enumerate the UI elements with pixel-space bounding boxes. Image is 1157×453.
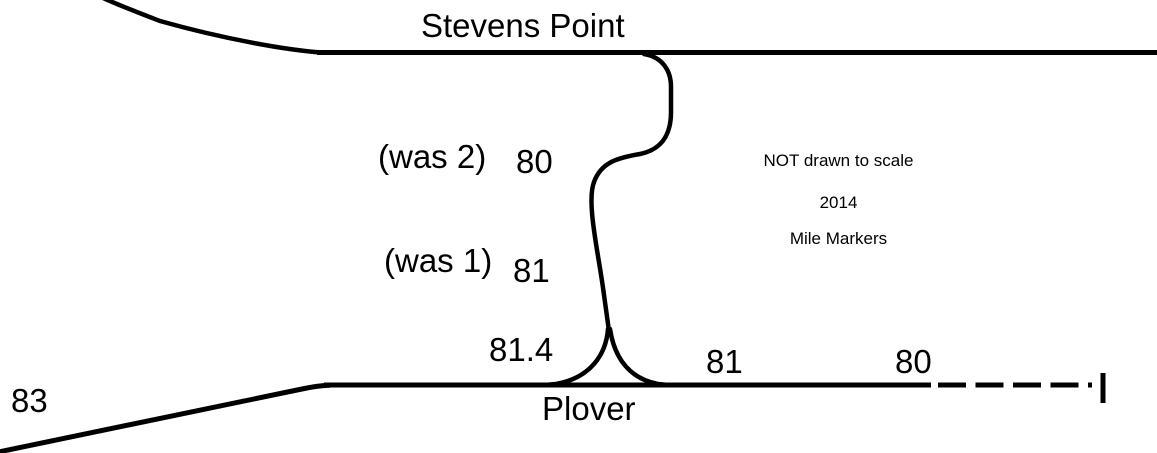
connector-ramp-line [589, 51, 674, 334]
ramp-fork-left-line [542, 326, 611, 388]
stevens-point-road-west-curve [102, 0, 323, 55]
was-1-label: (was 1) [384, 242, 493, 279]
note-year: 2014 [819, 193, 858, 212]
marker-83-label: 83 [11, 382, 48, 419]
marker-81-south-label: 81 [706, 343, 743, 380]
was-2-label: (was 2) [378, 138, 487, 175]
marker-80-south-label: 80 [895, 343, 932, 380]
stevens-point-label: Stevens Point [421, 7, 625, 44]
marker-81-north-label: 81 [513, 252, 550, 289]
plover-label: Plover [542, 390, 636, 427]
marker-80-north-label: 80 [516, 143, 553, 180]
ramp-fork-right-line [607, 326, 671, 388]
plover-road-west-curve [0, 382, 331, 453]
note-not-to-scale: NOT drawn to scale [763, 151, 914, 170]
marker-81-4-label: 81.4 [489, 331, 554, 368]
note-mile-markers: Mile Markers [789, 229, 888, 248]
